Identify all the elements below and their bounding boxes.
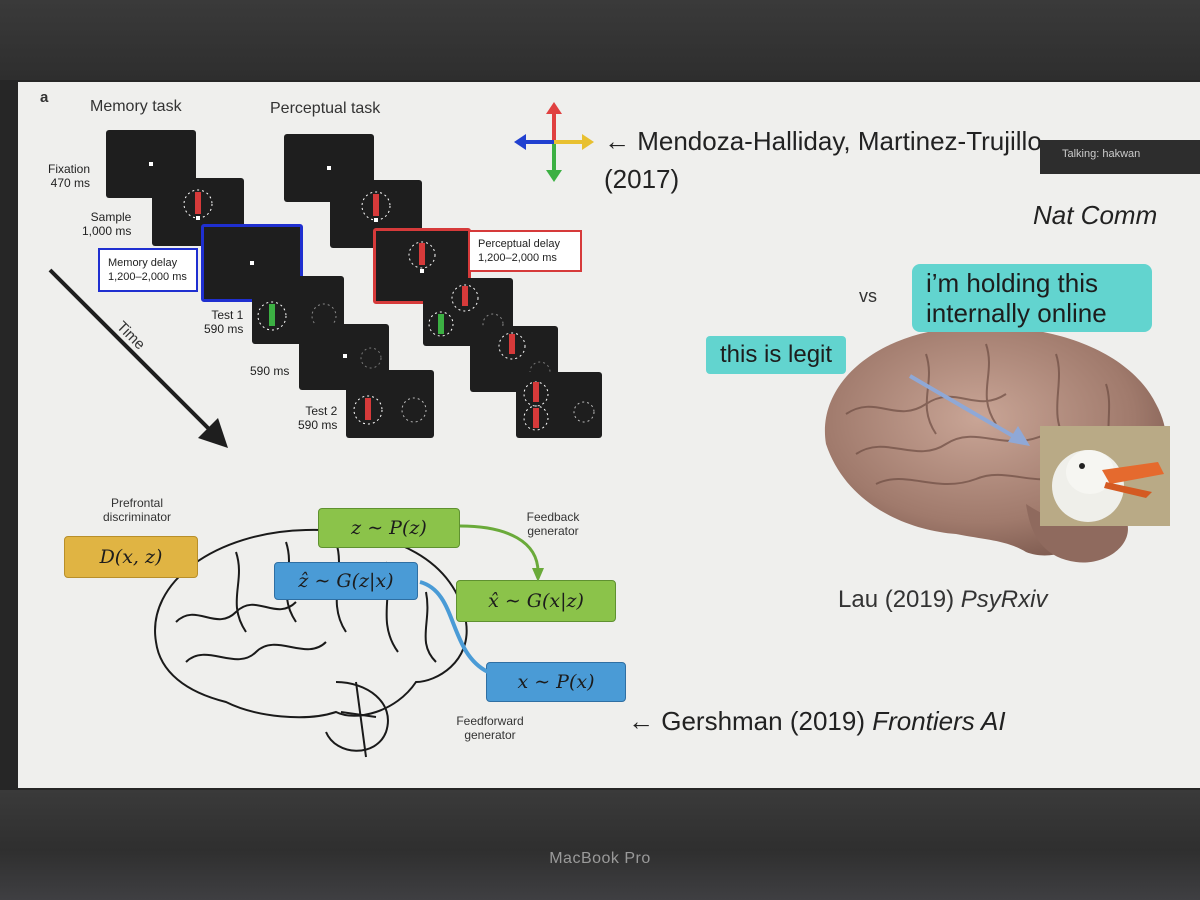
laptop-bezel-bottom [0,790,1200,900]
note-legit: this is legit [706,336,847,374]
presentation-slide: a Memory task Perceptual task Fixation 4… [18,82,1200,788]
note-internal: i’m holding this internally online [912,264,1152,332]
memory-task-title: Memory task [90,98,182,115]
mendoza-citation: ← Mendoza-Halliday, Martinez-Trujillo [604,126,1042,156]
pointer-arrow-icon [908,374,1030,446]
perceptual-task-title: Perceptual task [270,100,381,117]
feedforward-label: Feedforward generator [456,714,524,742]
lau-citation-text: Lau (2019) [838,586,961,613]
prefrontal-label: Prefrontal discriminator [102,496,171,524]
zoom-speaker-indicator: Talking: hakwan [1040,140,1200,174]
prior-z-box: z ∼ P(z) [318,508,460,548]
gershman-journal: Frontiers AI [872,706,1006,736]
brain-line-drawing [154,528,468,758]
perceptual-test2-panel [516,372,602,438]
time-arrow-icon [48,268,228,448]
feedback-generator-box: x̂ ∼ G(x|z) [456,580,616,622]
duck-image [1040,426,1170,526]
panel-letter: a [40,89,49,106]
sample-label: Sample 1,000 ms [82,210,132,238]
lau-citation: Lau (2019) PsyRxiv [838,586,1047,614]
memory-test2-panel [346,370,434,438]
direction-arrows-icon [514,102,594,182]
macbook-logo-text: MacBook Pro [549,850,651,867]
gap-label: 590 ms [250,364,290,378]
lau-journal: PsyRxiv [960,586,1048,613]
fixation-label: Fixation 470 ms [48,162,91,190]
data-x-box: x ∼ P(x) [486,662,626,702]
flow-arrows-icon [419,524,544,674]
discriminator-box: D(x, z) [64,536,198,578]
feedback-label: Feedback generator [526,510,580,538]
memory-delay-label: Memory delay 1,200–2,000 ms [98,248,198,292]
nat-comm-journal: Nat Comm [1033,200,1158,230]
encoder-box: ẑ ∼ G(z|x) [274,562,418,600]
talking-label: Talking: hakwan [1062,148,1141,160]
gershman-citation-text: ← Gershman (2019) [628,706,873,736]
mendoza-year: (2017) [604,164,680,194]
test2-label: Test 2 590 ms [298,404,338,432]
vs-label: vs [859,286,877,306]
perceptual-delay-label: Perceptual delay 1,200–2,000 ms [468,230,582,272]
laptop-bezel-top [0,0,1200,80]
test1-label: Test 1 590 ms [204,308,244,336]
gershman-citation: ← Gershman (2019) Frontiers AI [628,706,1006,737]
